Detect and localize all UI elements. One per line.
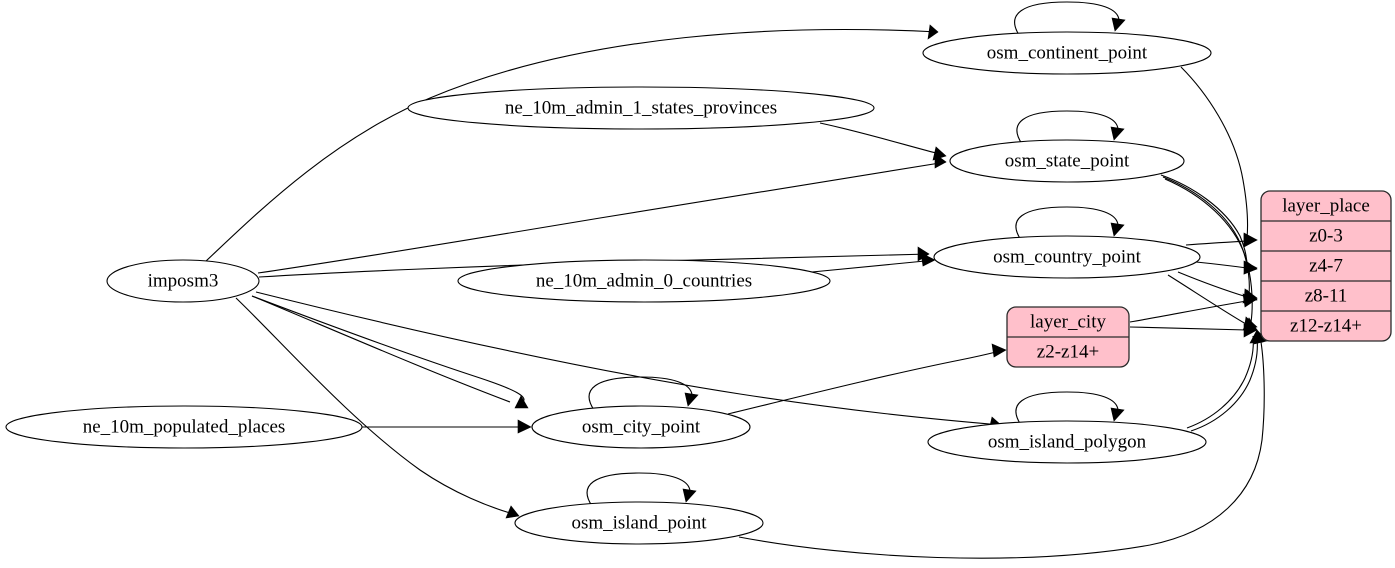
layer-place-row-z0-3[interactable]: z0-3 [1309, 225, 1343, 246]
layer-place-row-z8-11[interactable]: z8-11 [1305, 285, 1348, 306]
node-label-osm-island-polygon: osm_island_polygon [988, 431, 1147, 452]
node-label-osm-state-point: osm_state_point [1005, 150, 1130, 171]
layer-city-header: layer_city [1030, 311, 1106, 332]
edge-layer-city-to-layer-place-z8-11 [1129, 293, 1258, 323]
node-ne-10m-admin-1-states-provinces[interactable]: ne_10m_admin_1_states_provinces [407, 86, 875, 130]
edge-osm-island-point-to-layer-place-z12-z14 [738, 329, 1268, 559]
edge-self-loop-osm-city-point [588, 376, 699, 411]
node-label-ne-10m-populated-places: ne_10m_populated_places [83, 416, 286, 437]
node-label-imposm3: imposm3 [148, 270, 219, 291]
edge-imposm3-to-osm-state-point [257, 153, 947, 274]
node-layer-city[interactable]: layer_city z2-z14+ [1006, 306, 1130, 368]
edge-osm-country-point-to-layer-place-z0-3 [1185, 233, 1258, 248]
node-osm-country-point[interactable]: osm_country_point [933, 235, 1201, 279]
edge-ne-populated-places-to-osm-city-point [362, 419, 532, 434]
node-label-osm-city-point: osm_city_point [582, 416, 701, 437]
edge-imposm3-to-osm-city-point [251, 295, 529, 409]
node-osm-island-polygon[interactable]: osm_island_polygon [927, 420, 1207, 464]
node-label-osm-continent-point: osm_continent_point [987, 42, 1148, 63]
node-ne-10m-populated-places[interactable]: ne_10m_populated_places [5, 405, 363, 449]
layer-city-row-z2-z14[interactable]: z2-z14+ [1037, 341, 1099, 362]
edge-osm-country-point-to-layer-place-z4-7 [1195, 260, 1258, 275]
node-label-ne-10m-admin-0-countries: ne_10m_admin_0_countries [536, 270, 752, 291]
edge-ne-countries-to-osm-country-point [811, 252, 936, 273]
layer-place-header: layer_place [1282, 195, 1370, 216]
edge-osm-state-point-to-layer-place-z8-11 [1162, 176, 1258, 303]
layer-place-row-z4-7[interactable]: z4-7 [1309, 255, 1343, 276]
node-osm-island-point[interactable]: osm_island_point [514, 501, 764, 545]
edge-imposm3-to-osm-island-point [235, 297, 520, 519]
node-osm-city-point[interactable]: osm_city_point [531, 405, 751, 449]
edge-osm-continent-point-to-layer-place-z0-3 [1180, 66, 1258, 247]
node-ne-10m-admin-0-countries[interactable]: ne_10m_admin_0_countries [457, 259, 831, 303]
edge-self-loop-osm-island-point [586, 472, 697, 507]
record-node-layer: layer_place z0-3 z4-7 z8-11 z12-z14+ lay… [1006, 190, 1392, 368]
edge-self-loop-osm-continent-point [1014, 1, 1126, 36]
node-imposm3[interactable]: imposm3 [106, 259, 260, 303]
edge-self-loop-osm-state-point [1016, 110, 1125, 145]
edge-osm-city-point-to-layer-city-z2-z14 [727, 343, 1007, 415]
node-layer: imposm3 ne_10m_admin_1_states_provinces … [5, 31, 1212, 545]
node-osm-state-point[interactable]: osm_state_point [949, 139, 1185, 183]
node-layer-place[interactable]: layer_place z0-3 z4-7 z8-11 z12-z14+ [1260, 190, 1392, 342]
edge-layer [204, 1, 1268, 559]
node-label-osm-island-point: osm_island_point [571, 512, 707, 533]
edge-osm-island-polygon-to-layer-place-z12-z14 [1186, 329, 1264, 432]
edge-self-loop-osm-island-polygon [1015, 391, 1125, 426]
node-label-osm-country-point: osm_country_point [993, 246, 1141, 267]
edge-self-loop-osm-country-point [1015, 206, 1125, 241]
edge-ne-states-to-osm-state-point [819, 122, 947, 161]
layer-place-row-z12-z14[interactable]: z12-z14+ [1290, 315, 1362, 336]
node-label-ne-10m-admin-1-states-provinces: ne_10m_admin_1_states_provinces [505, 97, 777, 118]
edge-imposm3-to-osm-continent-point [204, 24, 939, 263]
node-osm-continent-point[interactable]: osm_continent_point [922, 31, 1212, 75]
edge-layer-city-to-layer-place-z12-z14 [1129, 323, 1258, 338]
